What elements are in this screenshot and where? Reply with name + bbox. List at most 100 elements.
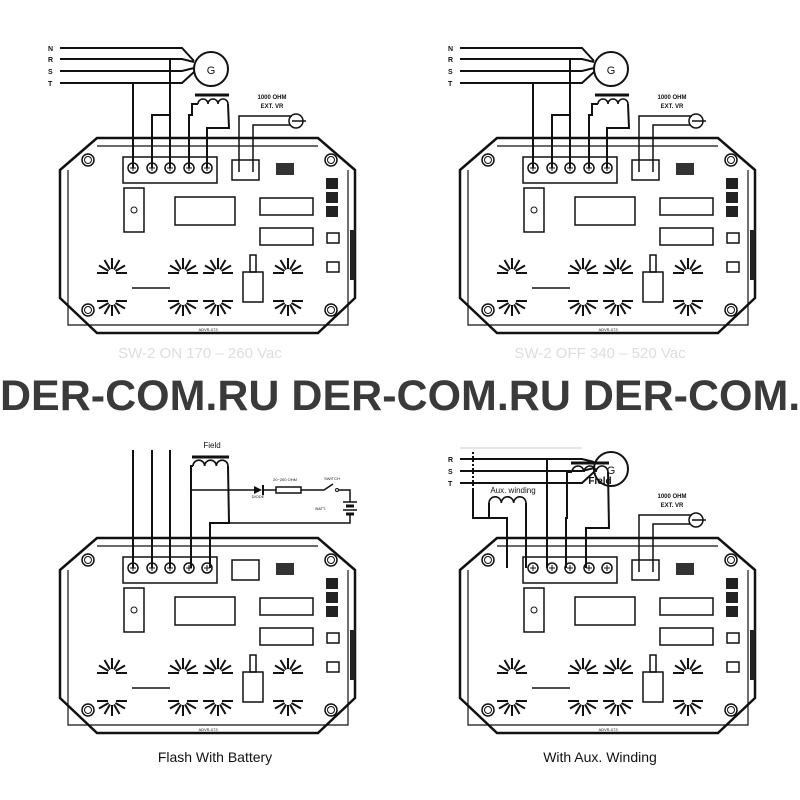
caption-flash-battery: Flash With Battery (157, 749, 273, 765)
heatsink-fin (620, 702, 632, 710)
heatsink-fin (114, 264, 126, 272)
diode-symbol (254, 486, 262, 494)
heatsink-fin (619, 303, 627, 315)
ext-vr-label: EXT. VR (261, 104, 284, 110)
mounting-hole (324, 553, 338, 567)
diode-label: DIODE (252, 494, 265, 499)
heatsink-fin (279, 303, 287, 315)
transistor (242, 671, 264, 703)
fuse-holder (523, 187, 545, 233)
mounting-hole (724, 553, 738, 567)
phase-wire-S (460, 467, 595, 472)
component-block (174, 596, 236, 626)
mounting-hole (324, 153, 338, 167)
side-connector (750, 230, 755, 280)
heatsink-fin (585, 664, 597, 672)
heatsink-fin (604, 302, 616, 310)
mounting-hole-inner (727, 306, 735, 314)
ext-vr-label: EXT. VR (661, 104, 684, 110)
heatsink-fin (290, 664, 302, 672)
adjust-pot (726, 206, 738, 217)
heatsink-fin (169, 664, 181, 672)
trimmer-block (259, 597, 314, 616)
adjust-pot (326, 578, 338, 589)
mounting-hole-inner (84, 306, 92, 314)
heatsink-fin (103, 659, 111, 671)
dip-switch (676, 163, 694, 175)
heatsink-fin (513, 659, 521, 671)
phase-wire-T (60, 71, 195, 84)
mounting-hole-inner (484, 306, 492, 314)
resistor-label: 20~200 OHM (273, 477, 297, 482)
mounting-hole (724, 153, 738, 167)
aux-winding-label: Aux. winding (490, 486, 535, 495)
phase-label-S: S (48, 69, 53, 76)
dip-switch (276, 563, 294, 575)
mounting-hole-inner (84, 706, 92, 714)
ext-vr-connector (631, 559, 660, 581)
mounting-hole-inner (727, 706, 735, 714)
terminal-screw (583, 562, 595, 574)
phase-label-R: R (448, 457, 453, 464)
heatsink-fin (290, 264, 302, 272)
heatsink-fin (503, 659, 511, 671)
heatsink-fin (569, 302, 581, 310)
heatsink-fin (98, 264, 110, 272)
heatsink-fin (274, 264, 286, 272)
mounting-hole (481, 553, 495, 567)
field-wire (206, 103, 231, 168)
component-block (174, 196, 236, 226)
ext-vr-wire (638, 514, 692, 572)
phase-label-T: T (448, 81, 453, 88)
side-connector (350, 630, 355, 680)
adjust-pot (726, 178, 738, 189)
generator-circle (593, 51, 629, 87)
caption-aux-winding: With Aux. Winding (543, 749, 657, 765)
heatsink-fin (169, 302, 181, 310)
heatsink-fin (279, 703, 287, 715)
heatsink-fin (204, 302, 216, 310)
heatsink-fin (274, 664, 286, 672)
ext-vr-label: EXT. VR (661, 503, 684, 509)
heatsink-fin (219, 303, 227, 315)
heatsink-fin (513, 303, 521, 315)
heatsink-fin (514, 264, 526, 272)
switch-label: SWITCH (324, 476, 340, 481)
heatsink-fin (185, 702, 197, 710)
switch-symbol (301, 483, 334, 491)
phase-label-S: S (448, 69, 453, 76)
heatsink-fin (503, 259, 511, 271)
heatsink-fin (569, 264, 581, 272)
field-wire (188, 103, 198, 168)
heatsink-fin (574, 303, 582, 315)
transistor-lead (249, 254, 257, 273)
mounting-hole (324, 303, 338, 317)
mounting-hole (324, 703, 338, 717)
heatsink-fin (679, 259, 687, 271)
heatsink-fin (604, 264, 616, 272)
trimmer-block (659, 627, 714, 646)
heatsink-fin (514, 302, 526, 310)
phase-wire-R (460, 458, 595, 463)
heatsink-fin (584, 659, 592, 671)
heatsink-fin (498, 702, 510, 710)
heatsink-fin (674, 664, 686, 672)
heatsink-fin (689, 259, 697, 271)
field-label: Field (203, 441, 220, 450)
board-model-label: ADVR-073 (598, 327, 618, 332)
heatsink-fin (290, 302, 302, 310)
terminal-screw (601, 562, 613, 574)
heatsink-fin (113, 659, 121, 671)
terminal-screw (201, 562, 213, 574)
heatsink-fin (690, 264, 702, 272)
ext-vr-wire (638, 115, 692, 172)
heatsink-fin (503, 303, 511, 315)
heatsink-fin (184, 303, 192, 315)
heatsink-fin (569, 702, 581, 710)
heatsink-fin (204, 264, 216, 272)
board-model-label: ADVR-073 (598, 727, 618, 732)
heatsink-fin (620, 664, 632, 672)
mounting-hole-inner (327, 706, 335, 714)
transistor-lead (249, 654, 257, 673)
